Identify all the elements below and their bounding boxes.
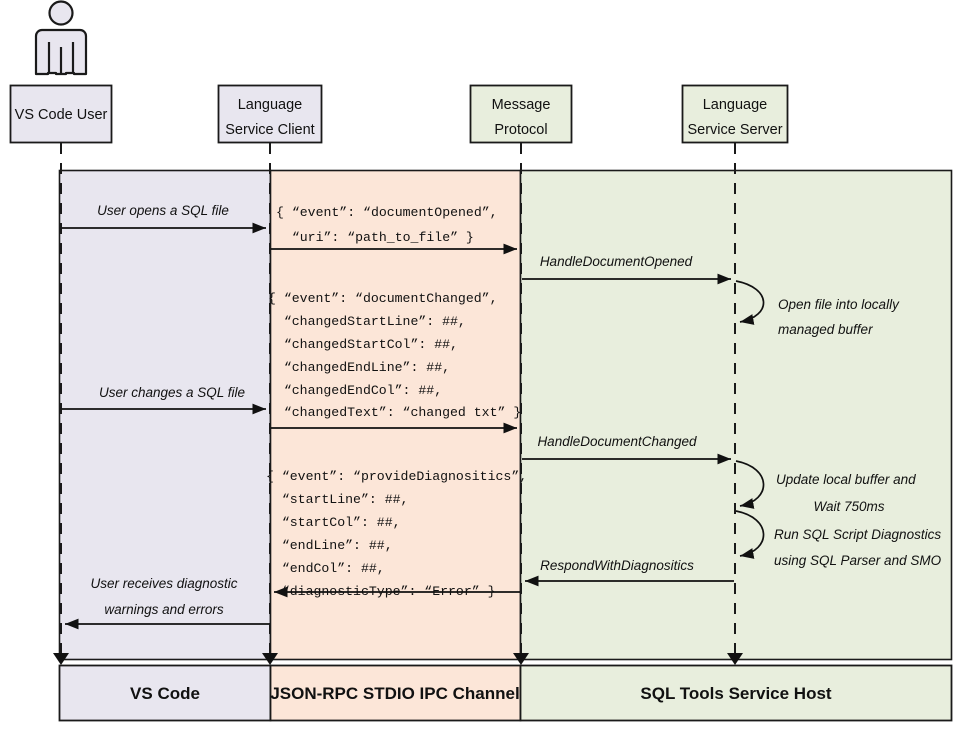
payload-line: “endCol”: ##, [266,561,385,576]
payload-line: “changedEndLine”: ##, [268,360,450,375]
payload-line: { “event”: “documentChanged”, [268,291,498,306]
participant-language-service-server[interactable]: Language Service Server [681,84,789,144]
message-label-line1: User receives diagnostic [90,576,237,591]
participant-label-line1: Language [238,97,303,113]
participant-label-line1: Message [492,97,551,113]
payload-provide-diagnositics: { “event”: “provideDiagnositics”, “start… [266,469,527,599]
note-line: using SQL Parser and SMO [774,553,942,568]
payload-line: “startCol”: ##, [266,515,401,530]
stick-figure-icon [34,0,88,76]
payload-line: “changedStartLine”: ##, [268,314,466,329]
footer-vs-code: VS Code [58,664,272,722]
payload-line: “changedText”: “changed txt” } [268,405,521,420]
message-label: User changes a SQL file [99,385,245,400]
note-line: managed buffer [778,322,873,337]
footer-ipc-channel: JSON-RPC STDIO IPC Channel [269,664,522,722]
participant-label-line2: Protocol [494,122,547,138]
footer-label: JSON-RPC STDIO IPC Channel [270,684,519,703]
band-vscode [58,169,272,661]
footer-label: VS Code [130,684,200,703]
message-label: HandleDocumentChanged [537,434,697,449]
participant-language-service-client[interactable]: Language Service Client [217,84,323,144]
message-label: HandleDocumentOpened [540,254,693,269]
message-label: RespondWithDiagnositics [540,558,694,573]
message-handle-document-changed: HandleDocumentChanged [522,434,731,465]
payload-line: { “event”: “documentOpened”, [276,205,498,220]
message-user-changes-sql-file: User changes a SQL file [62,385,266,415]
message-user-receives-diagnostics: User receives diagnostic warnings and er… [65,576,269,630]
payload-line: “changedEndCol”: ##, [268,383,442,398]
note-line: Wait 750ms [813,499,884,514]
payload-line: “uri”: “path_to_file” } [276,230,474,245]
payload-document-changed: { “event”: “documentChanged”, “changedSt… [268,291,521,420]
payload-document-opened: { “event”: “documentOpened”, “uri”: “pat… [276,205,498,245]
self-message-run-diagnostics: Run SQL Script Diagnostics using SQL Par… [735,510,942,568]
payload-line: “changedStartCol”: ##, [268,337,458,352]
footer-sql-tools-service-host: SQL Tools Service Host [519,664,953,722]
lifeline-end-arrow [53,653,69,665]
payload-line: “startLine”: ##, [266,492,408,507]
message-respond-with-diagnositics: RespondWithDiagnositics [525,558,734,587]
participant-label-line1: Language [703,97,768,113]
message-label: User opens a SQL file [97,203,229,218]
message-user-opens-sql-file: User opens a SQL file [62,203,266,234]
note-line: Run SQL Script Diagnostics [774,527,941,542]
lifeline-end-arrow [727,653,743,665]
participant-label-line2: Service Server [687,122,782,138]
self-message-open-file-buffer: Open file into locally managed buffer [735,280,900,337]
note-line: Update local buffer and [776,472,916,487]
message-handle-document-opened: HandleDocumentOpened [522,254,731,285]
participant-vscode-user[interactable]: VS Code User [9,84,113,144]
payload-line: { “event”: “provideDiagnositics”, [266,469,527,484]
participant-label-line2: Service Client [225,122,314,138]
lifeline-end-arrow [513,653,529,665]
participant-message-protocol[interactable]: Message Protocol [469,84,573,144]
self-message-update-buffer-wait: Update local buffer and Wait 750ms [735,460,916,514]
note-line: Open file into locally [778,297,900,312]
lifeline-end-arrow [262,653,278,665]
participant-label: VS Code User [15,107,108,123]
band-ipc [269,169,522,661]
footer-label: SQL Tools Service Host [640,684,831,703]
payload-line: “endLine”: ##, [266,538,393,553]
message-label-line2: warnings and errors [104,602,224,617]
